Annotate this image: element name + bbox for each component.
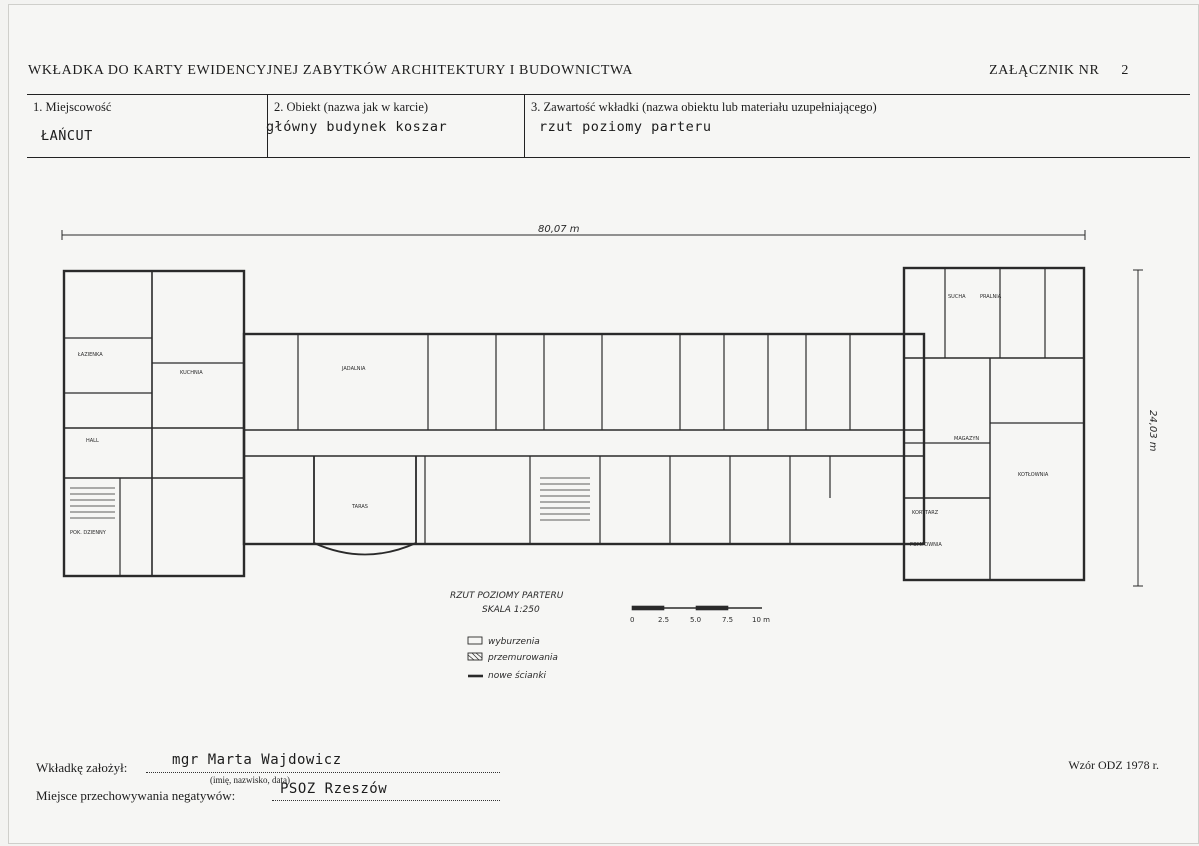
annex-number: 2 <box>1121 63 1129 78</box>
room-magazyn: MAGAZYN <box>954 436 979 442</box>
document-title: WKŁADKA DO KARTY EWIDENCYJNEJ ZABYTKÓW A… <box>28 63 633 78</box>
field-locality: 1. Miejscowość ŁAŃCUT <box>27 95 267 157</box>
scale-tick-4: 10 m <box>752 616 770 624</box>
room-kuchnia: KUCHNIA <box>180 370 203 376</box>
field-object-value: główny budynek koszar <box>266 119 448 135</box>
record-sheet <box>8 4 1199 844</box>
legend-new-walls: nowe ścianki <box>488 670 547 681</box>
room-hall: HALL <box>86 438 99 444</box>
room-pokoj-dzienny: POK. DZIENNY <box>70 530 107 536</box>
room-lazienka: ŁAZIENKA <box>77 352 103 358</box>
founder-value: mgr Marta Wajdowicz <box>172 752 342 768</box>
plan-width-dimension: 80,07 m <box>538 224 580 235</box>
field-content-value: rzut poziomy parteru <box>539 119 712 135</box>
header-fields: 1. Miejscowość ŁAŃCUT 2. Obiekt (nazwa j… <box>27 94 1190 158</box>
room-pralnia: PRALNIA <box>980 294 1002 300</box>
annex-label: ZAŁĄCZNIK NR 2 <box>989 63 1129 79</box>
field-object: 2. Obiekt (nazwa jak w karcie) główny bu… <box>266 95 525 157</box>
floor-plan-drawing: 80,07 m 24,03 m RZUT POZIOMY PARTERU SKA… <box>61 224 1158 681</box>
founder-dotted-line <box>146 772 500 773</box>
founder-label: Wkładkę założył: <box>36 760 128 775</box>
field-object-label: 2. Obiekt (nazwa jak w karcie) <box>274 100 429 114</box>
room-korytarz: KORYTARZ <box>912 510 939 516</box>
field-content-label: 3. Zawartość wkładki (nazwa obiektu lub … <box>531 100 877 114</box>
scale-tick-3: 7.5 <box>722 616 733 624</box>
storage-value: PSOZ Rzeszów <box>280 781 388 797</box>
plan-caption-scale: SKALA 1:250 <box>482 605 540 615</box>
scale-tick-0: 0 <box>630 616 634 624</box>
storage-label: Miejsce przechowywania negatywów: <box>36 788 236 803</box>
field-locality-value: ŁAŃCUT <box>41 128 93 144</box>
scale-tick-1: 2.5 <box>658 616 669 624</box>
legend-rebuilt-walls: przemurowania <box>487 653 558 663</box>
plan-height-dimension: 24,03 m <box>1147 410 1158 452</box>
room-suszarnia: SUCHA <box>948 294 966 300</box>
founder-hint: (imię, nazwisko, data) <box>210 775 290 785</box>
room-jadalnia: JADALNIA <box>341 366 366 372</box>
field-content: 3. Zawartość wkładki (nazwa obiektu lub … <box>524 95 1191 157</box>
annex-label-text: ZAŁĄCZNIK NR <box>989 63 1100 78</box>
room-pompownia: POMPOWNIA <box>910 542 942 548</box>
scale-tick-2: 5.0 <box>690 616 701 624</box>
field-locality-label: 1. Miejscowość <box>33 100 112 114</box>
plan-caption-title: RZUT POZIOMY PARTERU <box>450 591 564 601</box>
room-taras: TARAS <box>351 504 368 510</box>
legend-demolition: wyburzenia <box>488 637 540 647</box>
room-kotlownia: KOTŁOWNIA <box>1018 472 1049 478</box>
storage-dotted-line <box>272 800 500 801</box>
form-reference: Wzór ODZ 1978 r. <box>1068 758 1159 772</box>
